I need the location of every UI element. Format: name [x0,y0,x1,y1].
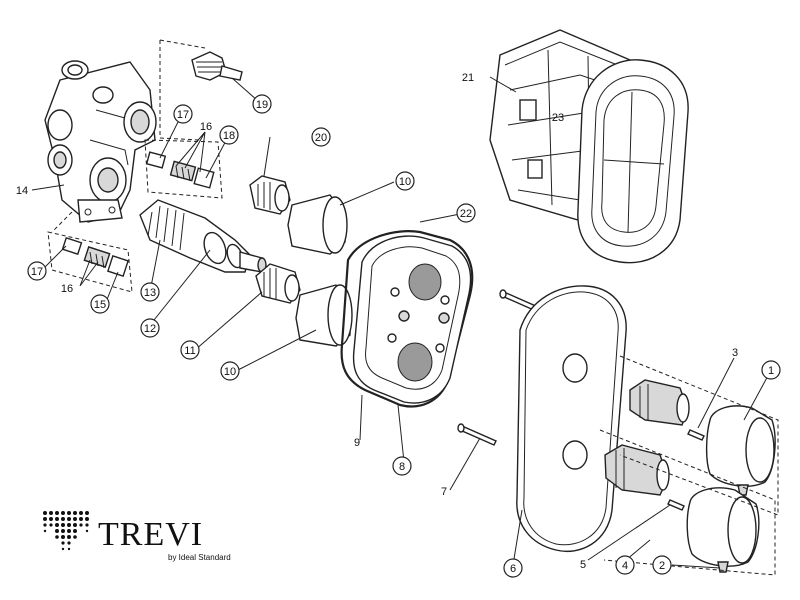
svg-text:6: 6 [510,563,516,575]
indicator-cap-part-2-upper [737,484,749,496]
grub-screw-part-3 [687,429,705,441]
diverter-spindle-part-20 [249,175,291,215]
svg-text:11: 11 [184,345,195,357]
installation-frame-part-23 [577,59,689,264]
diverter-handle-assembly-lower [604,444,760,567]
cover-plate-part-6 [516,285,627,552]
thermostatic-cartridge-part-12 [139,199,267,273]
svg-text:1: 1 [768,365,774,377]
svg-text:13: 13 [144,287,156,299]
brand-tagline: by Ideal Standard [168,553,231,562]
brand-name: TREVI [98,516,203,553]
stop-valve-assembly-upper [145,151,215,189]
svg-text:8: 8 [399,461,405,473]
callout-6: 6 [503,558,523,578]
gasket-part-9 [340,230,474,408]
mounting-plate-part-8 [352,235,472,404]
diverter-part-11 [255,263,301,304]
callout-17-upper: 17 [173,104,193,124]
callout-22: 22 [456,203,476,223]
svg-text:22: 22 [460,208,472,220]
svg-text:4: 4 [622,560,628,572]
label-21: 21 [462,72,474,84]
svg-text:17: 17 [31,266,43,278]
callout-11: 11 [180,340,200,360]
svg-text:20: 20 [315,132,327,144]
callout-13: 13 [140,282,160,302]
svg-text:10: 10 [224,366,236,378]
stop-valve-assembly-lower [61,236,129,277]
callout-19: 19 [252,94,272,114]
valve-body-part-14 [44,60,157,223]
callout-1: 1 [761,360,781,380]
callout-10-upper: 10 [395,171,415,191]
svg-text:15: 15 [94,299,106,311]
label-9: 9 [354,437,360,449]
callout-12: 12 [140,318,160,338]
grub-screw-part-5 [667,499,685,511]
svg-text:12: 12 [144,323,156,335]
label-5: 5 [580,559,586,571]
label-16-upper: 16 [200,121,212,133]
svg-text:17: 17 [177,109,189,121]
callout-10-lower: 10 [220,361,240,381]
callout-4: 4 [615,555,635,575]
label-23: 23 [552,112,564,124]
callout-8: 8 [392,456,412,476]
svg-text:2: 2 [659,560,665,572]
callout-20: 20 [311,127,331,147]
stop-valve-part-19 [191,51,243,81]
label-7: 7 [441,486,447,498]
label-14: 14 [16,185,28,197]
label-3: 3 [732,347,738,359]
callout-2: 2 [652,555,672,575]
svg-text:19: 19 [256,99,268,111]
callout-18: 18 [219,125,239,145]
thermostatic-handle-assembly-upper [629,379,776,487]
callout-15: 15 [90,294,110,314]
svg-text:10: 10 [399,176,411,188]
label-16-lower: 16 [61,283,73,295]
extension-sleeve-part-10-upper [287,194,348,255]
screw-part-7-lower [457,423,497,446]
indicator-cap-part-2-lower [717,561,729,573]
callout-17-lower: 17 [27,261,47,281]
trevi-dot-grid-icon [43,511,89,551]
trevi-logo: TREVI by Ideal Standard [43,511,231,562]
svg-text:18: 18 [223,130,235,142]
